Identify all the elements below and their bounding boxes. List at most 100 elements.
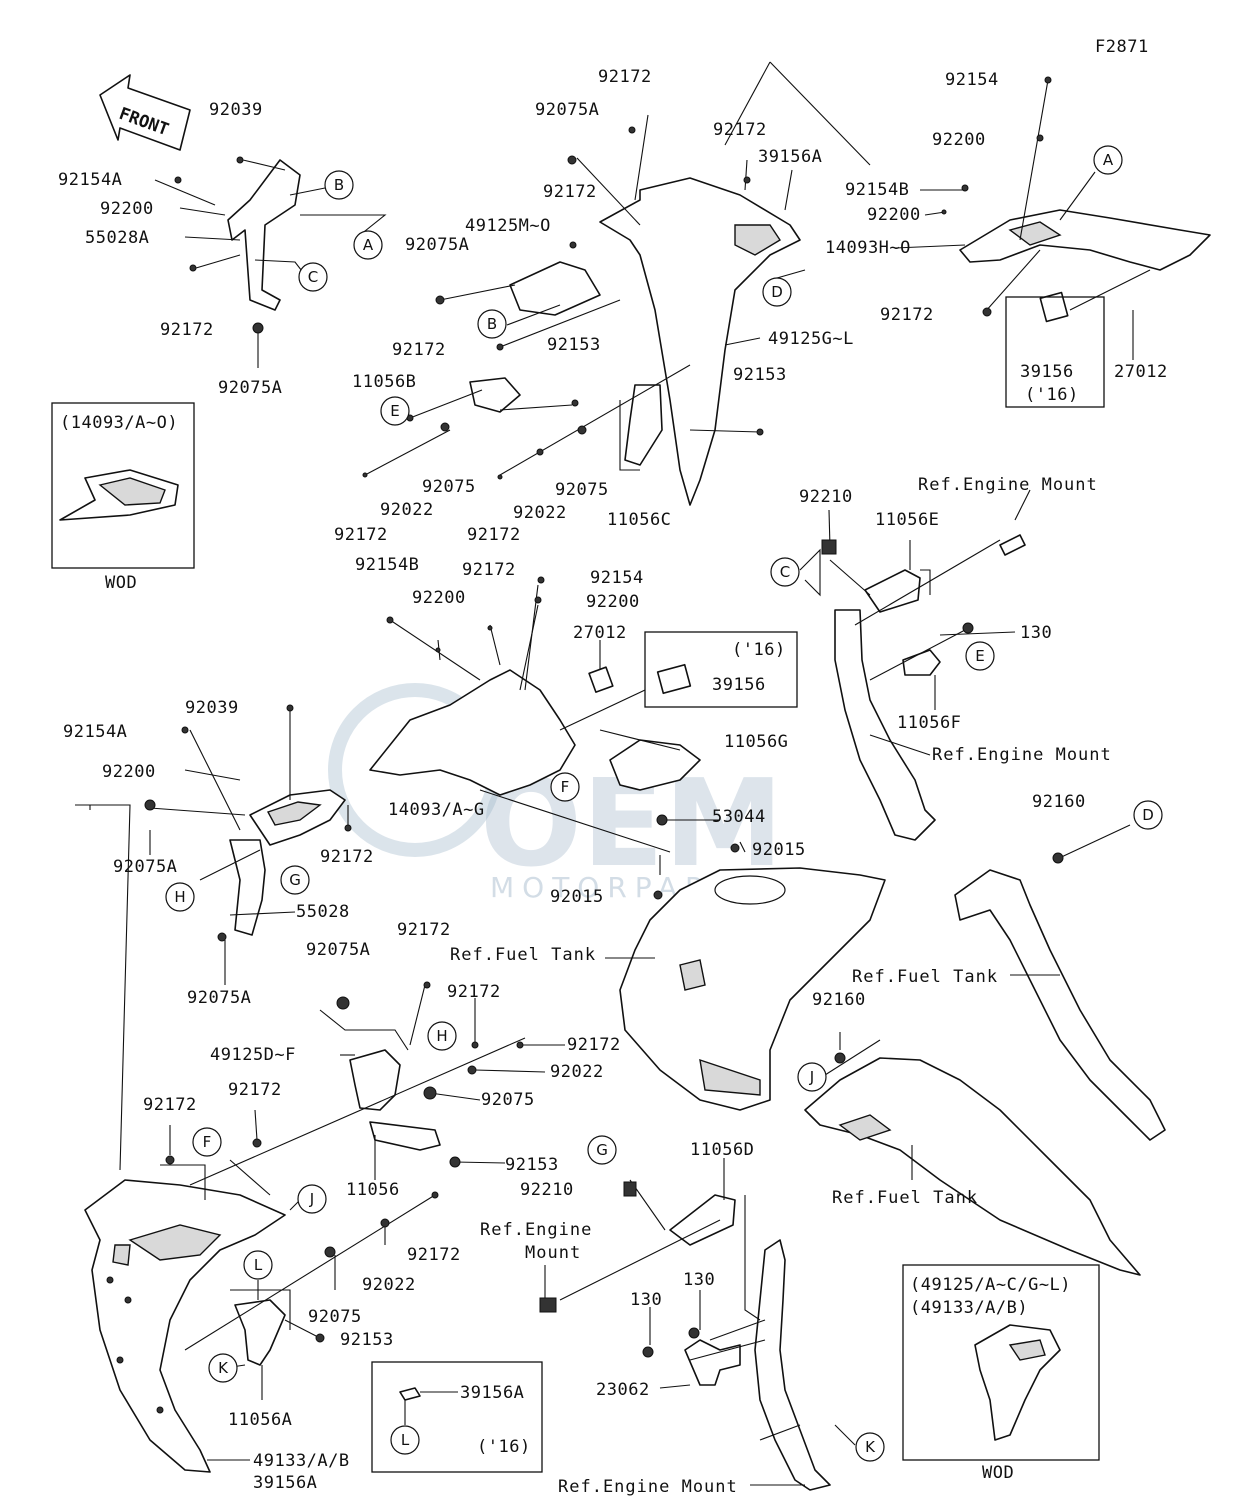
svg-text:D: D <box>771 283 783 301</box>
side-cowl-top <box>362 61 871 506</box>
fuel-tank <box>605 867 886 1111</box>
callout-L-ll: L <box>243 1250 273 1280</box>
svg-text:J: J <box>309 1190 314 1208</box>
svg-text:G: G <box>289 871 301 889</box>
svg-text:A: A <box>363 236 374 254</box>
pn-92154A-top: 92154A <box>58 170 122 190</box>
callout-K-b: K <box>855 1432 885 1462</box>
callout-H-c: H <box>165 882 195 912</box>
pn-39156-tr: 39156 <box>1020 362 1074 382</box>
cowl-top-right <box>894 76 1211 408</box>
pn-92200-c2: 92200 <box>586 592 640 612</box>
callout-A-tl: A <box>353 230 383 260</box>
pn-49125D-F: 49125D~F <box>210 1045 296 1065</box>
callout-D-tc: D <box>762 277 792 307</box>
pn-92172-ll3: 92172 <box>407 1245 461 1265</box>
year-16-c: ('16) <box>732 640 786 660</box>
pn-92172-mc1: 92172 <box>397 920 451 940</box>
inset-wod-left-caption: WOD <box>105 573 137 593</box>
svg-text:D: D <box>1142 806 1154 824</box>
pn-92210-b: 92210 <box>520 1180 574 1200</box>
pn-27012-c: 27012 <box>573 623 627 643</box>
svg-text:C: C <box>308 268 318 286</box>
pn-39156A-box: 39156A <box>460 1383 524 1403</box>
pn-92172-mc3: 92172 <box>567 1035 621 1055</box>
pn-92075-tc1: 92075 <box>422 477 476 497</box>
callout-L-box: L <box>401 1431 410 1449</box>
pn-92172-tc3: 92172 <box>543 182 597 202</box>
pn-39156A-top: 39156A <box>758 147 822 167</box>
pn-92015-c1: 92015 <box>752 840 806 860</box>
pn-49125-A-C: 49133/A/B <box>253 1451 350 1471</box>
pn-92172-mc2: 92172 <box>447 982 501 1002</box>
pn-92172-tc2: 92172 <box>713 120 767 140</box>
svg-text:F: F <box>203 1133 212 1151</box>
callout-B-tc: B <box>477 309 507 339</box>
pn-92153-tc2: 92153 <box>733 365 787 385</box>
pn-92154-tr: 92154 <box>945 70 999 90</box>
callout-G-b: G <box>587 1135 617 1165</box>
svg-text:E: E <box>390 402 399 420</box>
pn-49133-A-B: 39156A <box>253 1473 317 1493</box>
inset-wod-left: (14093/A~O) WOD <box>51 402 195 593</box>
inset-wod-left-title: (14093/A~O) <box>60 413 178 433</box>
inner-cowl-center <box>75 576 798 1171</box>
pn-92200-c3: 92200 <box>102 762 156 782</box>
callout-C-tl: C <box>298 262 328 292</box>
ref-fuel-tank-2: Ref.Fuel Tank <box>852 967 998 987</box>
engine-mount-bottom <box>539 1158 856 1491</box>
pn-130-b1: 130 <box>683 1270 715 1290</box>
pn-49125M-O: 49125M~O <box>465 216 551 236</box>
svg-text:F: F <box>561 778 570 796</box>
pn-92022-tc2: 92022 <box>513 503 567 523</box>
pn-11056G: 11056G <box>724 732 788 752</box>
pn-92022-ll: 92022 <box>362 1275 416 1295</box>
main-cowl-lower-left <box>84 1109 439 1473</box>
pn-49125G-L: 49125G~L <box>768 329 854 349</box>
bracket-mid-center <box>189 981 565 1186</box>
pn-11056B: 11056B <box>352 372 416 392</box>
pn-11056A: 11056A <box>228 1410 292 1430</box>
callout-J-r: J <box>797 1062 827 1092</box>
pn-92172-c2: 92172 <box>320 847 374 867</box>
pn-92153-mc: 92153 <box>505 1155 559 1175</box>
pn-130-b2: 130 <box>630 1290 662 1310</box>
pn-92200-top: 92200 <box>100 199 154 219</box>
pn-92200-c1: 92200 <box>412 588 466 608</box>
ref-fuel-tank-1: Ref.Fuel Tank <box>450 945 596 965</box>
pn-92172-tc4: 92172 <box>392 340 446 360</box>
pn-55028: 55028 <box>296 902 350 922</box>
svg-text:G: G <box>596 1141 608 1159</box>
svg-text:H: H <box>436 1027 447 1045</box>
pn-92075-ll: 92075 <box>308 1307 362 1327</box>
pn-92172-tr: 92172 <box>880 305 934 325</box>
pn-11056D: 11056D <box>690 1140 754 1160</box>
pn-130-r: 130 <box>1020 623 1052 643</box>
pn-92153-ll: 92153 <box>340 1330 394 1350</box>
svg-text:B: B <box>487 315 497 333</box>
pn-11056C: 11056C <box>607 510 671 530</box>
pn-55028A: 55028A <box>85 228 149 248</box>
callout-H-mc: H <box>427 1021 457 1051</box>
svg-text:J: J <box>809 1068 814 1086</box>
callout-B-tl: B <box>324 170 354 200</box>
pn-92210-r: 92210 <box>799 487 853 507</box>
callout-A-tr: A <box>1093 145 1123 175</box>
pn-92154A-c: 92154A <box>63 722 127 742</box>
svg-text:K: K <box>865 1438 876 1456</box>
engine-mount-right <box>799 489 1031 841</box>
pn-92172-tc5: 92172 <box>334 525 388 545</box>
pn-92154B-tr: 92154B <box>845 180 909 200</box>
pn-92075A-c2: 92075A <box>187 988 251 1008</box>
svg-text:L: L <box>254 1256 263 1274</box>
pn-92160-r1: 92160 <box>1032 792 1086 812</box>
svg-text:H: H <box>174 888 185 906</box>
year-16-tr: ('16) <box>1025 385 1079 405</box>
ref-engine-mount-2: Ref.Engine Mount <box>932 745 1112 765</box>
pn-92200-tr: 92200 <box>932 130 986 150</box>
front-arrow-icon: FRONT <box>99 74 191 151</box>
ref-engine-b1: Ref.Engine <box>480 1220 592 1240</box>
tank-side-rail <box>954 824 1166 1141</box>
pn-23062: 23062 <box>596 1380 650 1400</box>
